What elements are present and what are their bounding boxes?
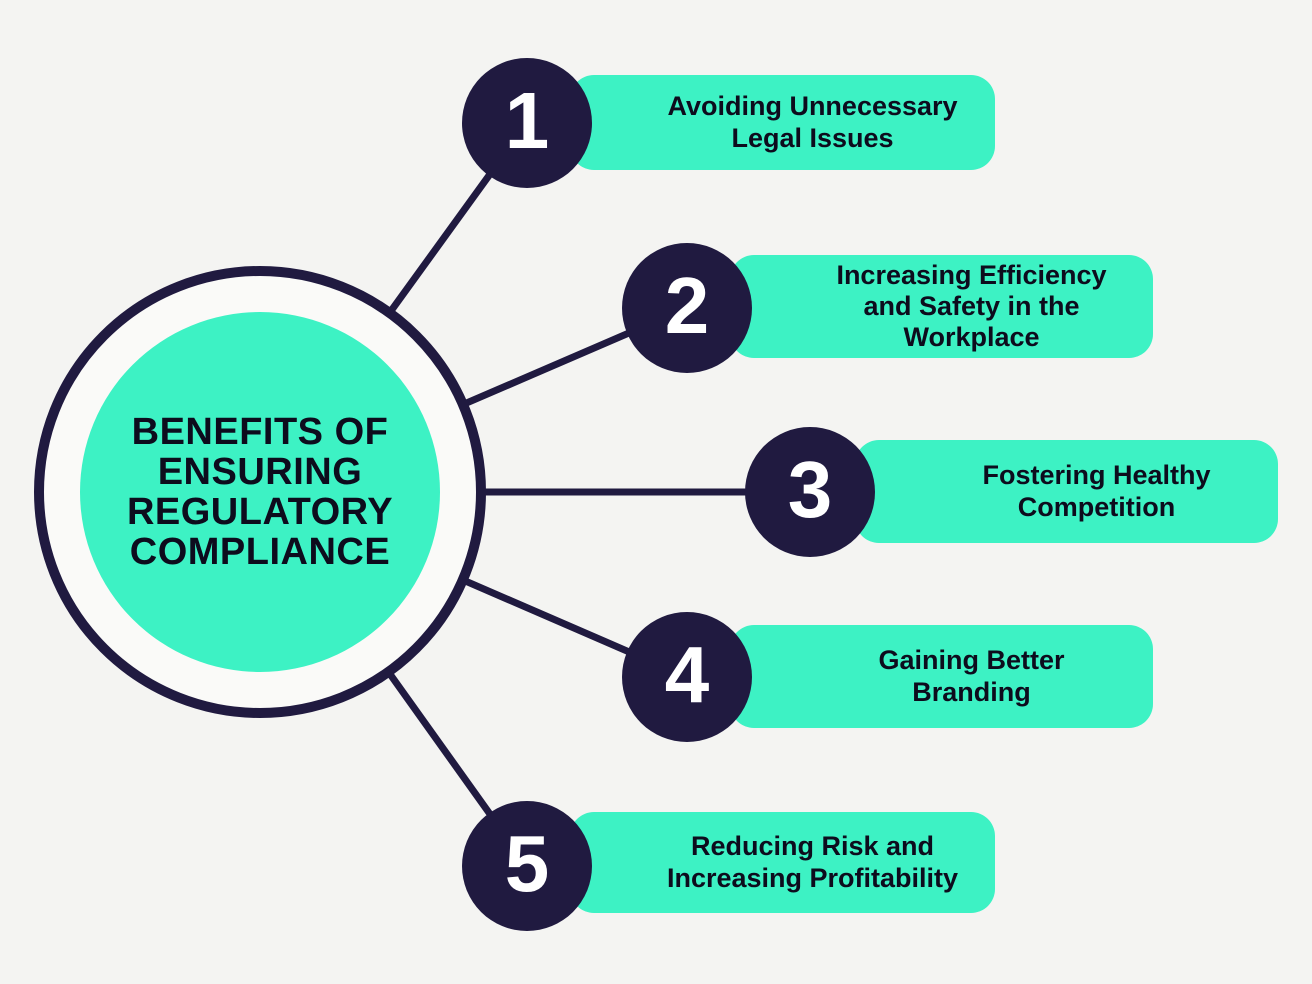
benefit-number-2: 2 bbox=[664, 261, 710, 350]
benefit-number-badge-2: 2 bbox=[622, 243, 752, 373]
benefit-label-5: Reducing Risk and Increasing Profitabili… bbox=[666, 831, 959, 893]
benefit-label-4: Gaining Better Branding bbox=[878, 645, 1065, 707]
central-title: BENEFITS OF ENSURING REGULATORY COMPLIAN… bbox=[126, 411, 394, 573]
benefit-number-4: 4 bbox=[664, 630, 710, 719]
benefit-number-1: 1 bbox=[504, 76, 550, 165]
benefit-number-badge-1: 1 bbox=[462, 58, 592, 188]
benefit-number-badge-3: 3 bbox=[745, 427, 875, 557]
central-teal-circle bbox=[80, 312, 440, 672]
benefit-label-1: Avoiding Unnecessary Legal Issues bbox=[667, 91, 958, 153]
benefit-number-badge-5: 5 bbox=[462, 801, 592, 931]
benefit-label-2: Increasing Efficiency and Safety in the … bbox=[836, 259, 1107, 353]
benefit-number-5: 5 bbox=[504, 819, 550, 908]
benefit-label-3: Fostering Healthy Competition bbox=[982, 460, 1211, 522]
benefit-label-pill-4: Gaining Better Branding bbox=[730, 625, 1153, 728]
benefit-label-pill-1: Avoiding Unnecessary Legal Issues bbox=[570, 75, 995, 170]
benefit-label-pill-5: Reducing Risk and Increasing Profitabili… bbox=[570, 812, 995, 913]
benefit-number-badge-4: 4 bbox=[622, 612, 752, 742]
benefit-label-pill-2: Increasing Efficiency and Safety in the … bbox=[730, 255, 1153, 358]
benefit-label-pill-3: Fostering Healthy Competition bbox=[855, 440, 1278, 543]
benefit-number-3: 3 bbox=[787, 445, 833, 534]
